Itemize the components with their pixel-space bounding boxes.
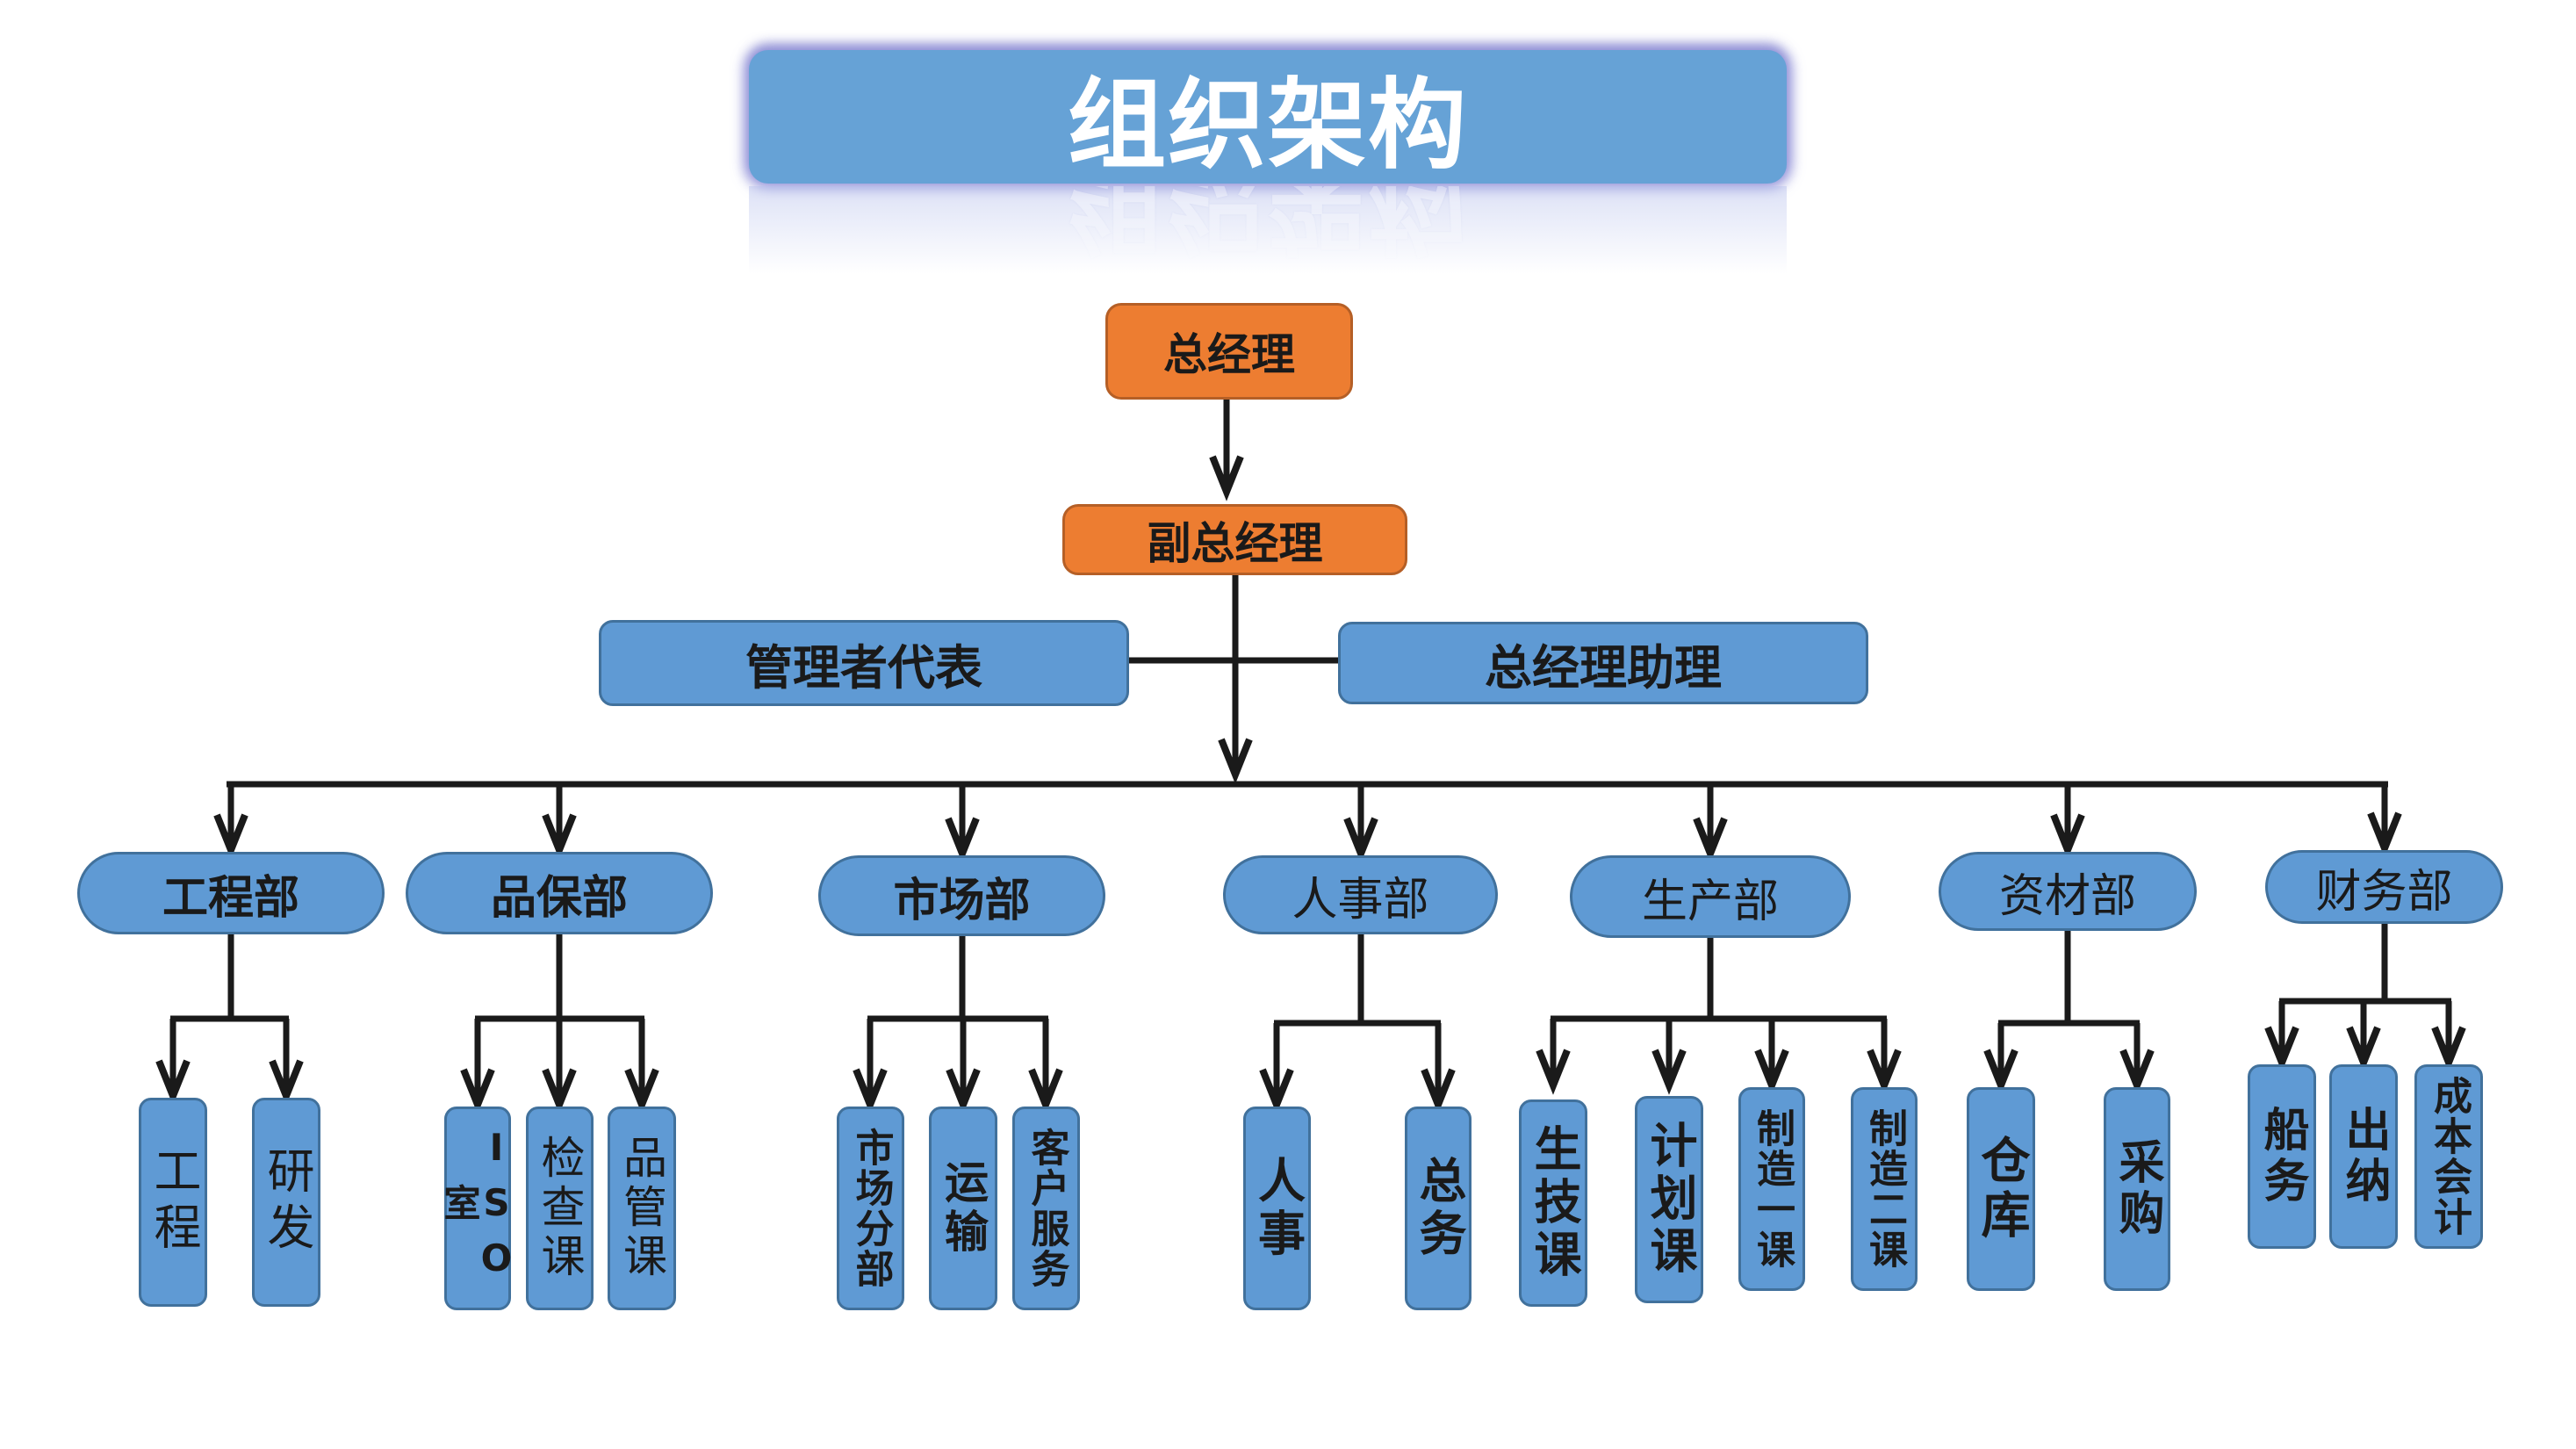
arrow-unit-3-0-icon: [1259, 1068, 1294, 1114]
unit-rnd[interactable]: 研发: [252, 1098, 320, 1307]
dept-human-resources[interactable]: 人事部: [1223, 855, 1498, 934]
arrow-unit-0-1-icon: [269, 1059, 304, 1106]
arrow-unit-4-0-icon: [1536, 1049, 1571, 1095]
unit-personnel[interactable]: 人事: [1243, 1107, 1311, 1310]
unit-manufacturing-2[interactable]: 制造二课: [1851, 1087, 1918, 1291]
dept-materials[interactable]: 资材部: [1939, 852, 2197, 931]
arrow-unit-2-0-icon: [853, 1068, 888, 1114]
unit-warehouse[interactable]: 仓库: [1967, 1087, 2035, 1291]
dept-finance[interactable]: 财务部: [2265, 850, 2503, 924]
title-reflection-text: 组织架构: [1068, 186, 1468, 264]
arrow-unit-6-0-icon: [2264, 1026, 2299, 1072]
unit-engineering[interactable]: 工程: [139, 1098, 207, 1307]
arrow-unit-2-2-icon: [1028, 1068, 1063, 1114]
arrow-dept-3-icon: [1343, 817, 1378, 863]
unit-market-branch[interactable]: 市场分部: [837, 1107, 904, 1310]
node-general-manager[interactable]: 总经理: [1105, 303, 1353, 400]
arrow-unit-0-0-icon: [155, 1059, 191, 1106]
title-banner: 组织架构: [749, 50, 1787, 184]
arrow-unit-4-2-icon: [1754, 1049, 1789, 1095]
node-deputy-general-manager[interactable]: 副总经理: [1062, 504, 1407, 575]
unit-quality-control[interactable]: 品管课: [608, 1107, 676, 1310]
title-bar: 组织架构: [749, 50, 1787, 184]
arrow-unit-5-1-icon: [2119, 1049, 2155, 1095]
unit-manufacturing-1[interactable]: 制造一课: [1738, 1087, 1805, 1291]
unit-cashier[interactable]: 出纳: [2329, 1064, 2398, 1249]
unit-transport[interactable]: 运输: [929, 1107, 997, 1310]
arrow-unit-2-1-icon: [946, 1068, 981, 1114]
arrow-gm-deputy-icon: [1209, 455, 1244, 501]
arrow-dept-5-icon: [2050, 813, 2085, 860]
unit-inspection[interactable]: 检查课: [526, 1107, 594, 1310]
arrow-unit-4-1-icon: [1651, 1049, 1687, 1095]
node-gm-assistant[interactable]: 总经理助理: [1338, 622, 1868, 704]
unit-shipping[interactable]: 船务: [2248, 1064, 2316, 1249]
unit-cost-accounting[interactable]: 成本会计: [2414, 1064, 2483, 1249]
title-reflection: 组织架构: [749, 186, 1787, 274]
unit-customer-service[interactable]: 客户服务: [1012, 1107, 1080, 1310]
arrow-deputy-bus-icon: [1218, 738, 1253, 784]
unit-iso-office[interactable]: ISO室: [438, 1107, 518, 1310]
arrow-unit-6-2-icon: [2431, 1026, 2466, 1072]
arrow-dept-0-icon: [213, 813, 248, 860]
node-management-representative[interactable]: 管理者代表: [599, 620, 1129, 706]
dept-quality-assurance[interactable]: 品保部: [406, 852, 713, 934]
unit-production-tech[interactable]: 生技课: [1519, 1099, 1587, 1307]
arrow-unit-1-2-icon: [624, 1068, 659, 1114]
arrow-unit-1-1-icon: [542, 1068, 577, 1114]
dept-marketing[interactable]: 市场部: [818, 855, 1105, 936]
page-title: 组织架构: [1068, 68, 1468, 183]
unit-purchasing[interactable]: 采购: [2104, 1087, 2170, 1291]
dept-production[interactable]: 生产部: [1570, 855, 1851, 938]
arrow-unit-6-1-icon: [2346, 1026, 2381, 1072]
arrow-dept-6-icon: [2367, 811, 2402, 858]
dept-engineering[interactable]: 工程部: [77, 852, 385, 934]
arrow-dept-4-icon: [1693, 817, 1728, 863]
unit-general-affairs[interactable]: 总务: [1405, 1107, 1471, 1310]
arrow-unit-3-1-icon: [1421, 1068, 1456, 1114]
arrow-dept-1-icon: [542, 813, 577, 860]
arrow-unit-5-0-icon: [1983, 1049, 2018, 1095]
arrow-unit-1-0-icon: [460, 1068, 495, 1114]
unit-planning[interactable]: 计划课: [1635, 1096, 1703, 1303]
arrow-unit-4-3-icon: [1867, 1049, 1902, 1095]
arrow-dept-2-icon: [945, 817, 980, 863]
